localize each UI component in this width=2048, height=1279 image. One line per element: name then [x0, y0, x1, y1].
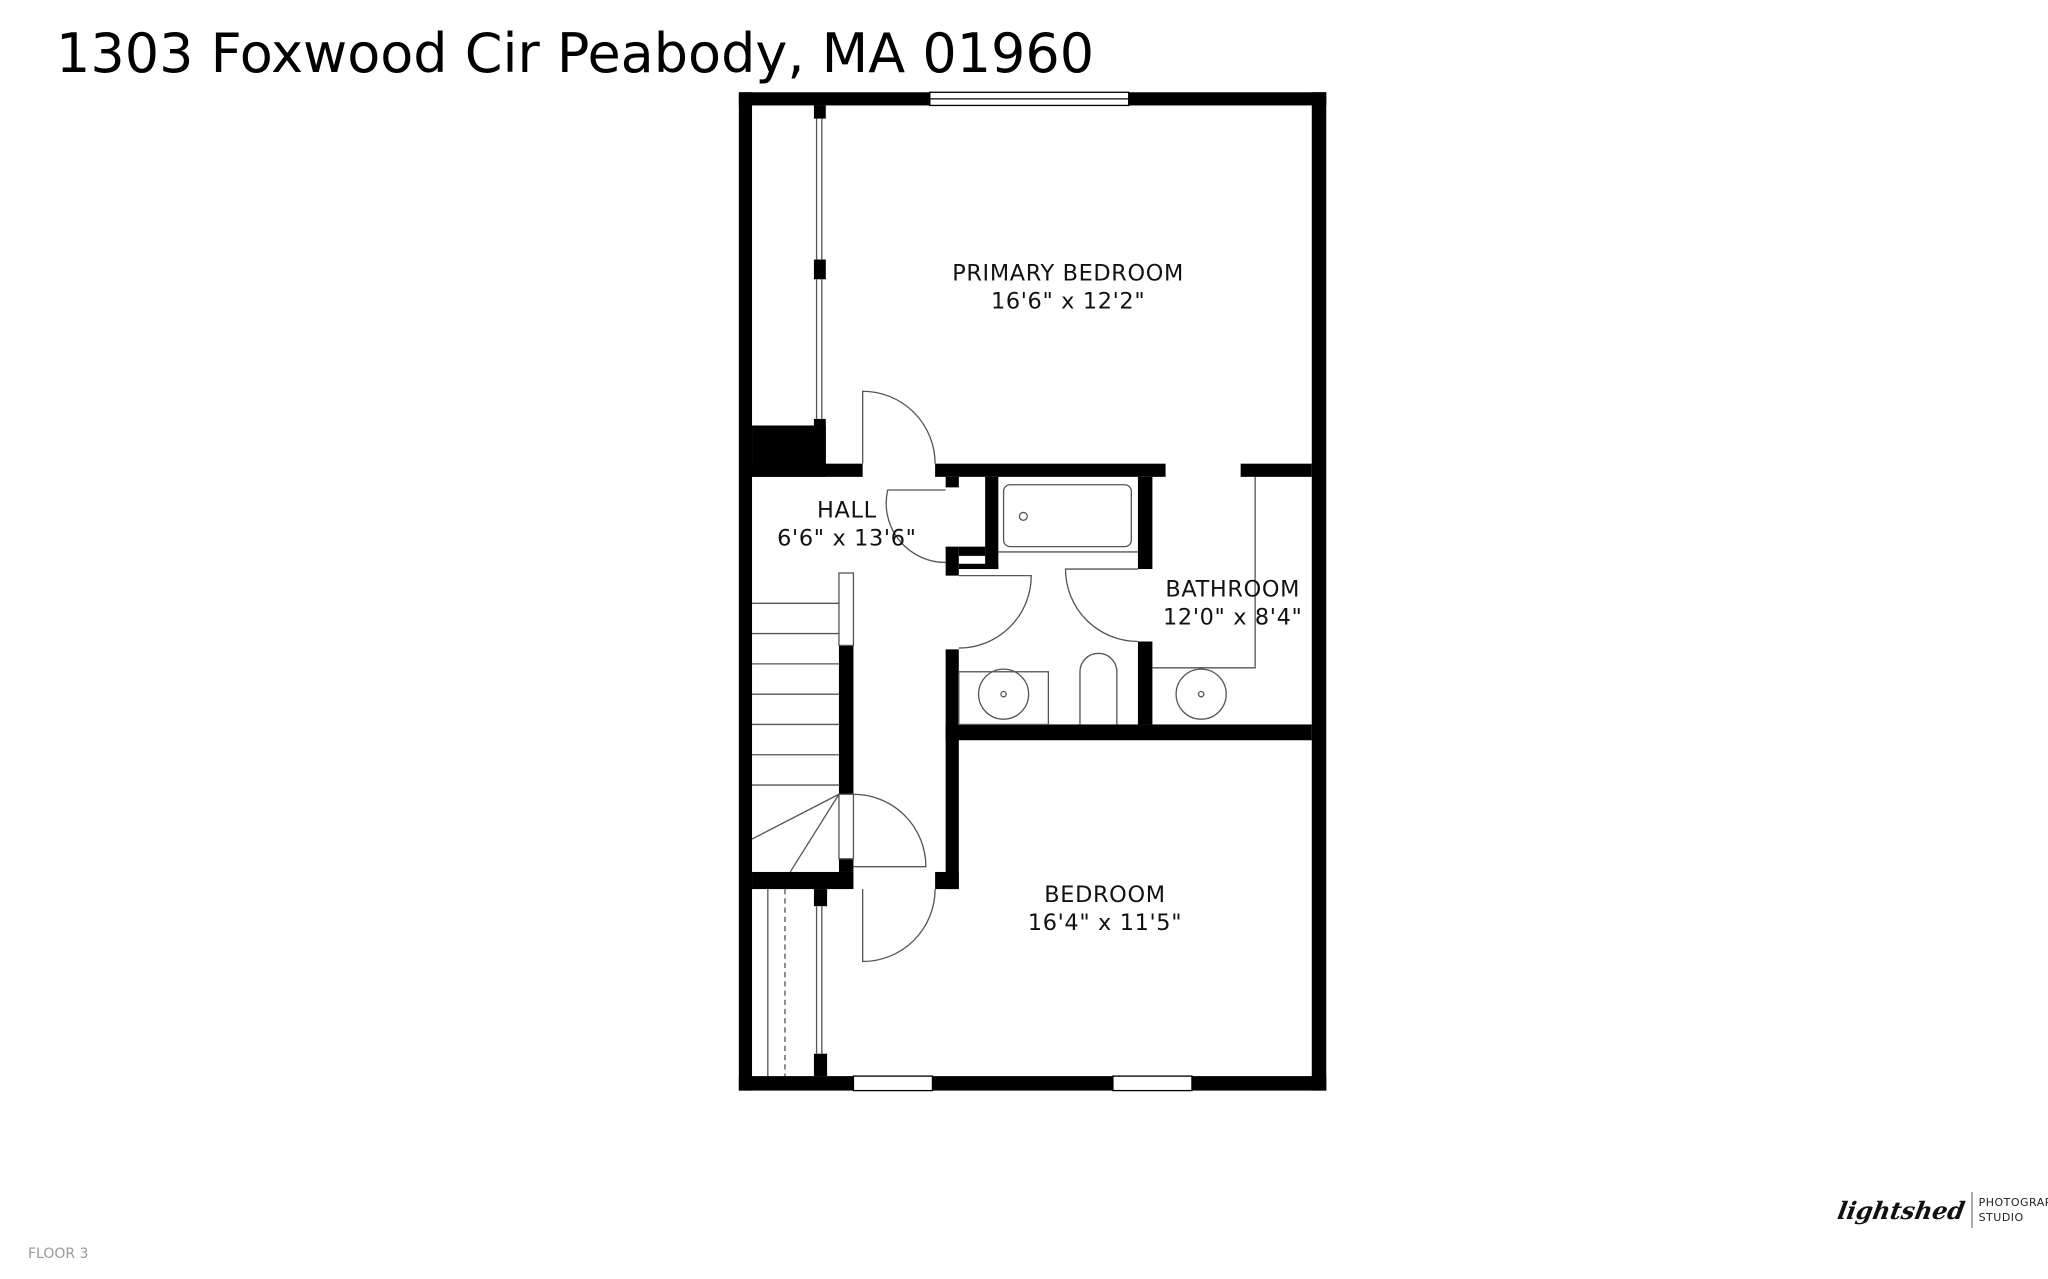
room-size-hall: 6'6" x 13'6": [777, 525, 916, 551]
room-size-bathroom: 12'0" x 8'4": [1163, 604, 1302, 630]
logo-line2: STUDIO: [1978, 1211, 2024, 1224]
room-size-primary-bedroom: 16'6" x 12'2": [991, 288, 1145, 314]
page-title: 1303 Foxwood Cir Peabody, MA 01960: [56, 22, 1095, 85]
room-name-hall: HALL: [817, 498, 877, 524]
fixtures: [751, 118, 1256, 1077]
room-name-primary-bedroom: PRIMARY BEDROOM: [952, 261, 1184, 287]
windows: [852, 91, 1193, 1092]
room-size-bedroom: 16'4" x 11'5": [1028, 910, 1182, 936]
logo-script: lightshed: [1835, 1195, 1968, 1225]
logo-divider: [1970, 1192, 1973, 1228]
logo-line1: PHOTOGRAPHY: [1978, 1196, 2048, 1209]
floor-label: FLOOR 3: [28, 1246, 89, 1262]
room-name-bedroom: BEDROOM: [1044, 882, 1165, 908]
studio-logo: lightshed PHOTOGRAPHY STUDIO: [1835, 1192, 2048, 1228]
room-name-bathroom: BATHROOM: [1165, 577, 1300, 603]
walls: [738, 92, 1327, 1091]
